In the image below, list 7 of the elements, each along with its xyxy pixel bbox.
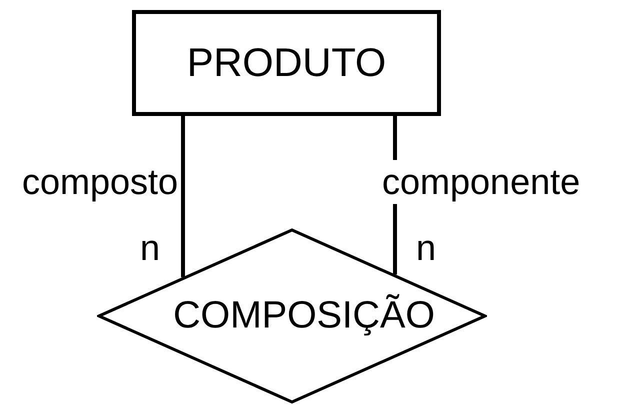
cardinality-label: n (140, 230, 160, 266)
cardinality-label: n (416, 230, 436, 266)
relationship-name: COMPOSIÇÃO (173, 294, 435, 338)
role-label: componente (382, 160, 580, 204)
entity-name: PRODUTO (186, 40, 386, 86)
entity-box (132, 10, 441, 116)
connector-line (181, 116, 185, 278)
